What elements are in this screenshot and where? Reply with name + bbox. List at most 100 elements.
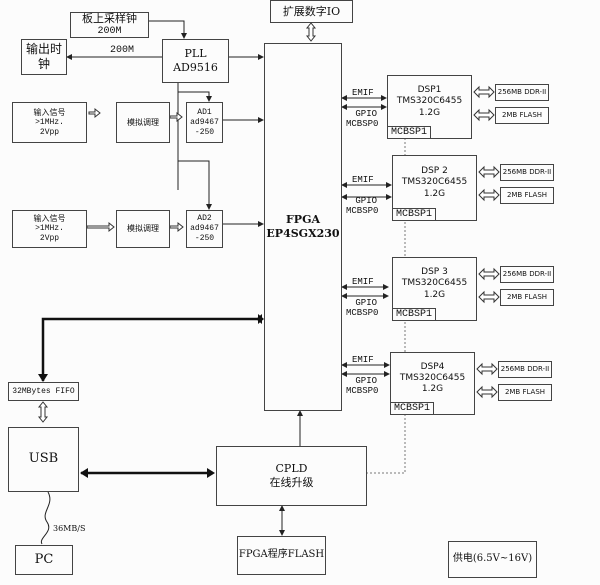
input-signal-label: 输入信号 [33,214,66,223]
pll-to-ad2-line [178,160,212,210]
pll-to-ad1-line [178,91,212,102]
pll-box: PLL AD9516 [162,39,229,83]
pc-box: PC [15,545,73,575]
cpld-box: CPLD 在线升级 [216,446,367,506]
adc-name: AD2 [197,214,212,223]
input-signal-box-1: 输入信号 >1MHz. 2Vpp [12,102,87,143]
mcbsp1-port: MCBSP1 [393,308,437,320]
flash-memory-box: 2MB FLASH [500,289,554,306]
ddr-label: 256MB DDR-II [502,168,552,177]
output-clock-freq-label: 200M [110,45,135,56]
expand-io-label: 扩展数字IO [282,4,341,18]
dsp-frequency: 1.2G [423,188,446,199]
adc-speed: -250 [194,127,215,137]
emif-label: EMIF [352,88,374,98]
adc-speed: -250 [194,234,215,243]
ddr-label: 256MB DDR-II [502,270,552,279]
usb-pc-link [40,491,51,545]
input-signal-amplitude: 2Vpp [39,127,60,137]
analog-conditioning-label: 模拟调理 [127,224,159,233]
gpio-label: GPIO [355,298,377,308]
dsp-frequency: 1.2G [418,107,441,118]
analog-conditioning-box-1: 模拟调理 [116,102,170,143]
dsp-chip: TMS320C6455 [399,372,466,383]
flash-bus-arrow [478,188,500,202]
flash-bus-arrow [476,385,498,399]
ddr-bus-arrow [478,267,500,281]
fpga-part-label: EP4SGX230 [266,227,340,240]
emif-label: EMIF [352,175,374,185]
adc-part: ad9467 [190,117,219,127]
fpga-fifo-bus [41,317,262,381]
ddr-label: 256MB DDR-II [497,88,547,97]
fifo-usb-arrow [37,401,49,423]
ddr-bus-arrow [473,85,495,99]
cpld-function-label: 在线升级 [269,476,314,489]
flash-memory-box: 2MB FLASH [500,187,554,204]
usb-rate-label: 36MB/S [53,524,86,533]
onboard-clock-label: 板上采样钟 [82,11,137,25]
input-signal-freq: >1MHz. [35,224,64,233]
io-bus-arrow [305,22,317,42]
flash-label: 2MB FLASH [501,111,543,120]
emif-label: EMIF [352,277,374,287]
mcbsp1-port: MCBSP1 [393,208,437,220]
flash-label: 2MB FLASH [506,191,548,200]
adc-name: AD1 [197,107,212,117]
input-signal-amplitude: 2Vpp [39,234,60,243]
ddr-memory-box: 256MB DDR-II [495,84,549,101]
fifo-label: 32MBytes FIFO [12,386,75,396]
usb-label: USB [28,451,59,467]
flash-memory-box: 2MB FLASH [498,384,552,401]
output-clock-label-1: 输出时 [25,42,62,56]
output-clock-box: 输出时 钟 [21,39,67,75]
fpga-flash-label: FPGA程序FLASH [238,549,325,561]
ddr-bus-arrow [478,165,500,179]
analog-conditioning-box-2: 模拟调理 [116,210,170,248]
ddr-memory-box: 256MB DDR-II [500,164,554,181]
mcbsp1-port: MCBSP1 [391,402,435,414]
fpga-flash-box: FPGA程序FLASH [237,536,326,575]
onboard-clock-freq: 200M [97,25,122,37]
flash-memory-box: 2MB FLASH [495,107,549,124]
mcbsp1-port: MCBSP1 [388,126,432,138]
output-clock-label-2: 钟 [37,57,50,71]
dsp-frequency: 1.2G [421,384,444,395]
mcbsp0-label: MCBSP0 [346,119,379,129]
input-signal-label: 输入信号 [33,107,66,117]
pll-part-label: AD9516 [173,61,218,74]
input-signal-freq: >1MHz. [35,117,64,127]
adc-box-2: AD2 ad9467 -250 [186,210,223,248]
clock-to-pll-line [148,20,187,39]
dsp-chip: TMS320C6455 [401,278,468,289]
flash-label: 2MB FLASH [506,293,548,302]
dsp-chip: TMS320C6455 [401,177,468,188]
gpio-label: GPIO [355,376,377,386]
pc-label: PC [34,551,54,567]
ddr-bus-arrow [476,362,498,376]
cpld-label: CPLD [275,462,308,476]
fifo-box: 32MBytes FIFO [8,382,79,401]
dsp-name: DSP1 [417,85,442,96]
dsp-name: DSP 3 [421,267,448,278]
gpio-label: GPIO [355,109,377,119]
ddr-memory-box: 256MB DDR-II [498,361,552,378]
emif-label: EMIF [352,355,374,365]
flash-label: 2MB FLASH [504,388,546,397]
flash-bus-arrow [473,108,495,122]
mcbsp0-label: MCBSP0 [346,308,379,318]
usb-box: USB [8,427,79,492]
fpga-box: FPGA EP4SGX230 [264,43,342,411]
adc-box-1: AD1 ad9467 -250 [186,102,223,143]
adc-part: ad9467 [190,224,219,233]
fpga-label: FPGA [285,213,320,227]
pll-label: PLL [184,47,207,61]
